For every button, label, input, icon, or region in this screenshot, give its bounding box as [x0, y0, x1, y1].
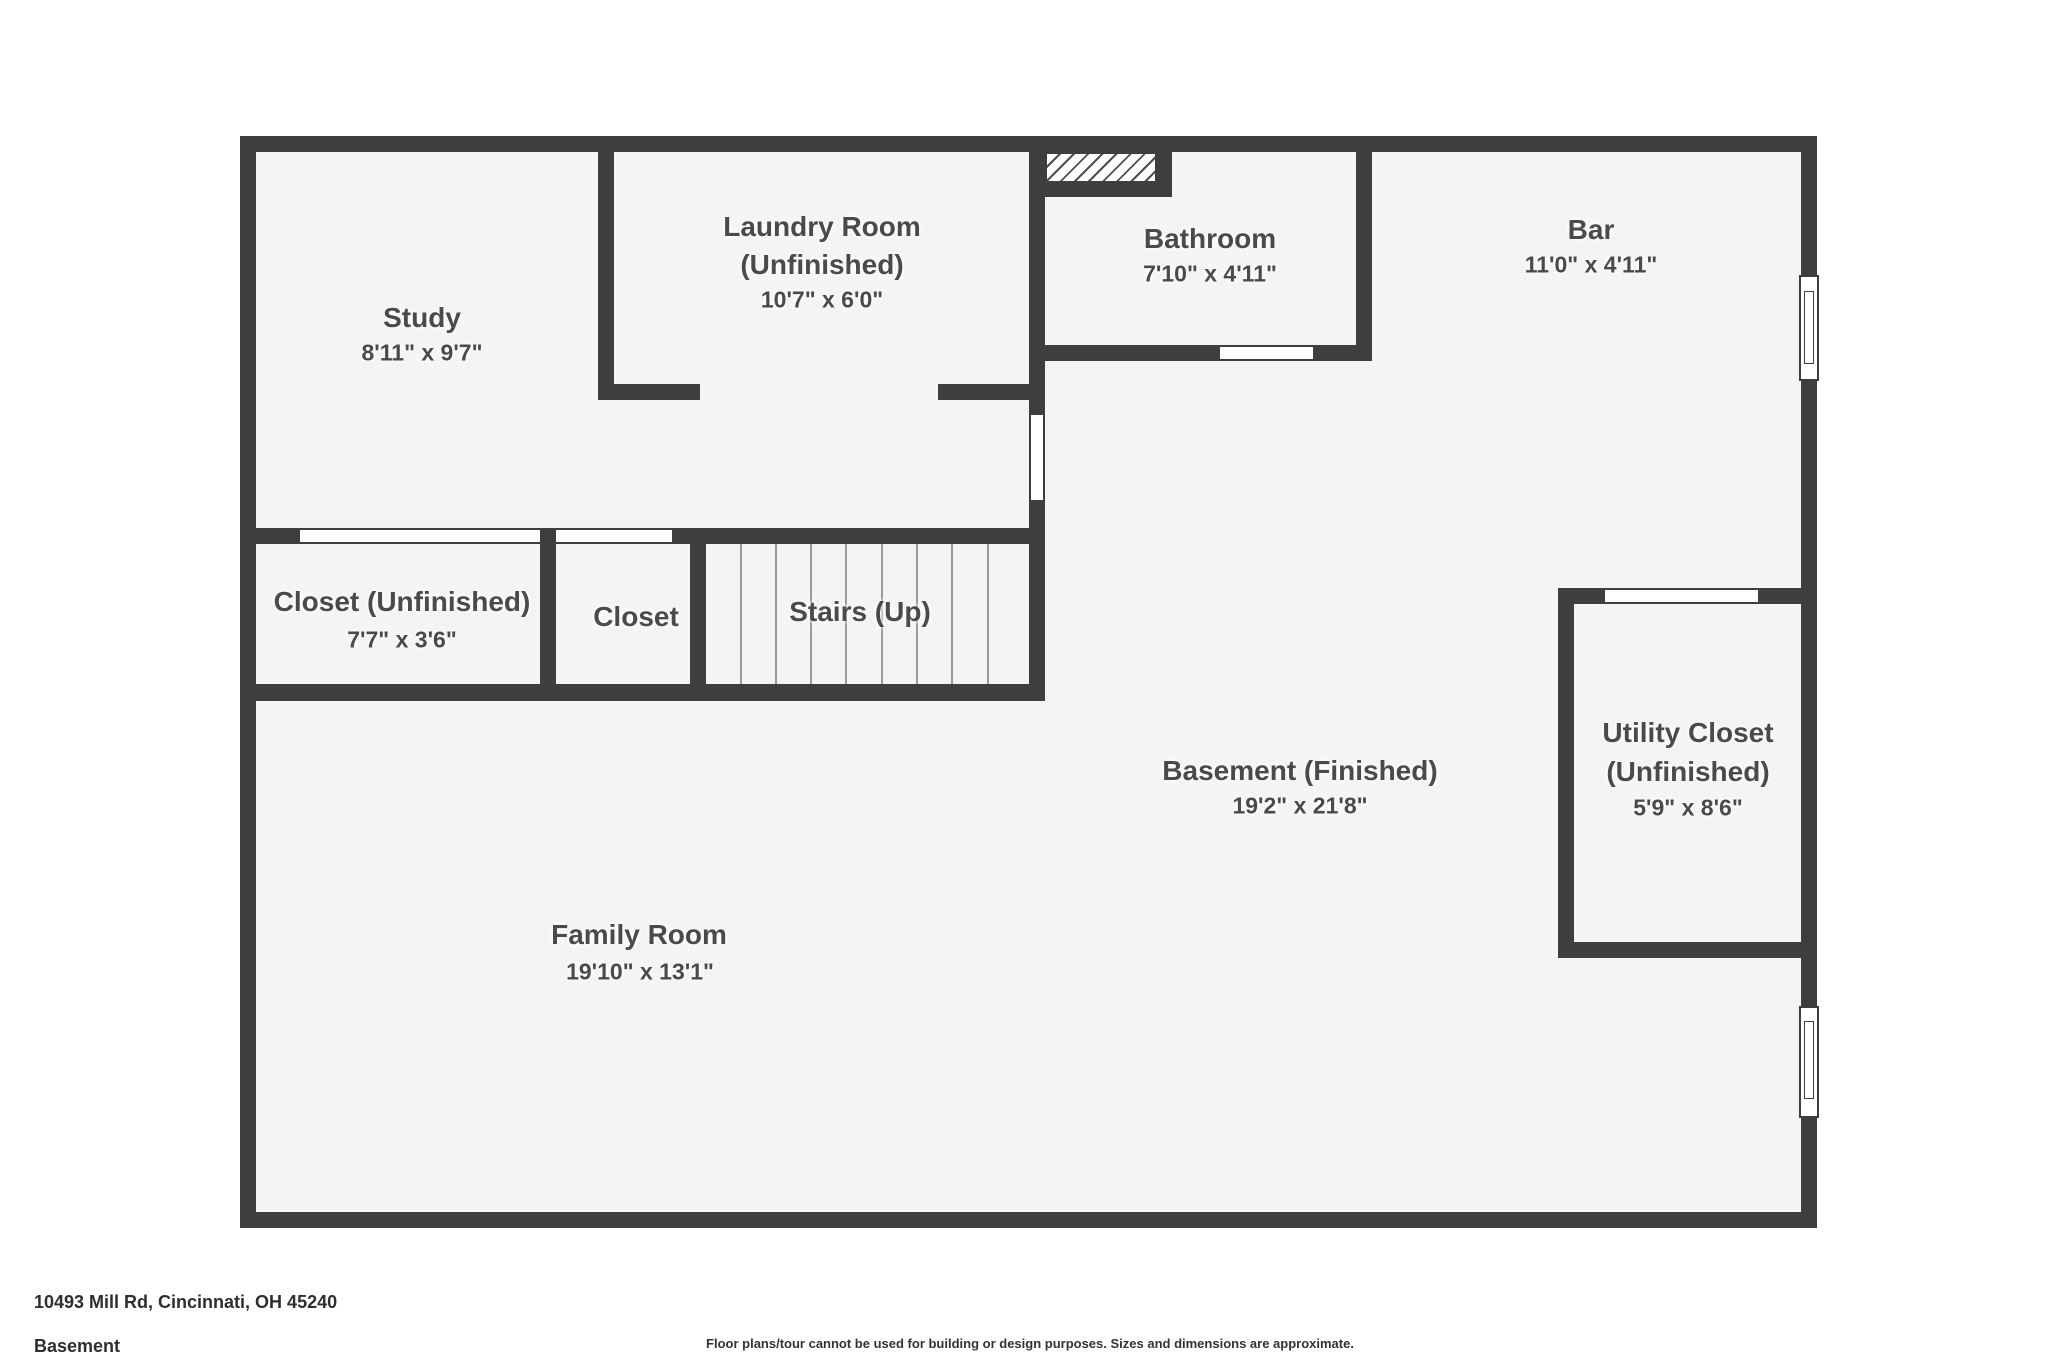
wall-bathroom-right — [1356, 152, 1372, 361]
footer-address: 10493 Mill Rd, Cincinnati, OH 45240 — [34, 1292, 338, 1312]
window-pane — [1804, 1021, 1814, 1099]
stairs-tread — [845, 544, 847, 684]
window-pane — [1804, 291, 1814, 364]
door-opening-closet-unfinished — [300, 528, 540, 544]
wall-closetrow-bottom — [240, 684, 1045, 701]
chimney-wall-right — [1157, 152, 1172, 183]
wall-closetrow-top-left — [240, 528, 300, 544]
stairs-tread — [775, 544, 777, 684]
footer-level: Basement — [34, 1336, 121, 1356]
chimney-wall-bottom — [1029, 183, 1172, 197]
wall-laundry-bathroom-lower — [1029, 500, 1045, 701]
room-label-closet: Closet — [593, 601, 679, 632]
stairs-tread — [951, 544, 953, 684]
room-label-stairs: Stairs (Up) — [789, 596, 931, 627]
stairs-tread — [881, 544, 883, 684]
room-dims-laundry: 10'7" x 6'0" — [760, 286, 884, 313]
wall-closet-divider — [540, 528, 556, 684]
room-dims-study: 8'11" x 9'7" — [361, 339, 483, 366]
room-dims-bathroom: 7'10" x 4'11" — [1143, 260, 1277, 287]
wall-utility-left — [1558, 588, 1574, 958]
wall-study-laundry-nub — [598, 384, 700, 400]
wall-closetrow-top-right — [672, 528, 1045, 544]
room-label-basement: Basement (Finished) — [1162, 755, 1438, 786]
wall-laundry-bottom — [938, 384, 1045, 400]
room-label-bathroom: Bathroom — [1143, 223, 1277, 254]
wall-study-laundry — [598, 152, 614, 400]
footer-disclaimer: Floor plans/tour cannot be used for buil… — [706, 1336, 1354, 1351]
wall-utility-top-right — [1758, 588, 1817, 604]
room-dims-closet-unfinished: 7'7" x 3'6" — [347, 626, 457, 653]
wall-bathroom-bottom-left — [1045, 345, 1220, 361]
room-label-study: Study — [383, 302, 461, 333]
room-dims-bar: 11'0" x 4'11" — [1524, 251, 1658, 278]
room-label-family-room: Family Room — [551, 919, 727, 950]
stairs-tread — [916, 544, 918, 684]
door-opening-closet — [556, 528, 672, 544]
wall-laundry-bathroom-upper — [1029, 152, 1045, 415]
outer-wall-bottom — [240, 1212, 1817, 1228]
room-label-closet-unfinished: Closet (Unfinished) — [273, 586, 531, 617]
room-label-laundry: Laundry Room — [723, 211, 921, 242]
stairs-tread — [810, 544, 812, 684]
wall-utility-bottom — [1558, 942, 1817, 958]
floor-area — [256, 152, 1801, 1212]
stairs-tread — [987, 544, 989, 684]
room-dims-utility: 5'9" x 8'6" — [1633, 794, 1743, 821]
door-opening-bathroom — [1220, 345, 1313, 361]
room-label-bar: Bar — [1567, 214, 1615, 245]
outer-wall-top — [240, 136, 1817, 152]
room-label-utility: Utility Closet — [1602, 717, 1774, 748]
outer-wall-left — [240, 136, 256, 1228]
room-dims-family-room: 19'10" x 13'1" — [566, 958, 714, 985]
room-label-laundry-qualifier: (Unfinished) — [740, 249, 904, 280]
door-opening-utility — [1605, 588, 1758, 604]
stairs-tread — [740, 544, 742, 684]
room-label-utility-qualifier: (Unfinished) — [1606, 756, 1770, 787]
chimney-hatch — [1045, 152, 1157, 183]
wall-closet-stairs-divider — [690, 544, 706, 684]
room-dims-basement: 19'2" x 21'8" — [1232, 792, 1368, 819]
door-opening-hallway — [1029, 415, 1045, 500]
